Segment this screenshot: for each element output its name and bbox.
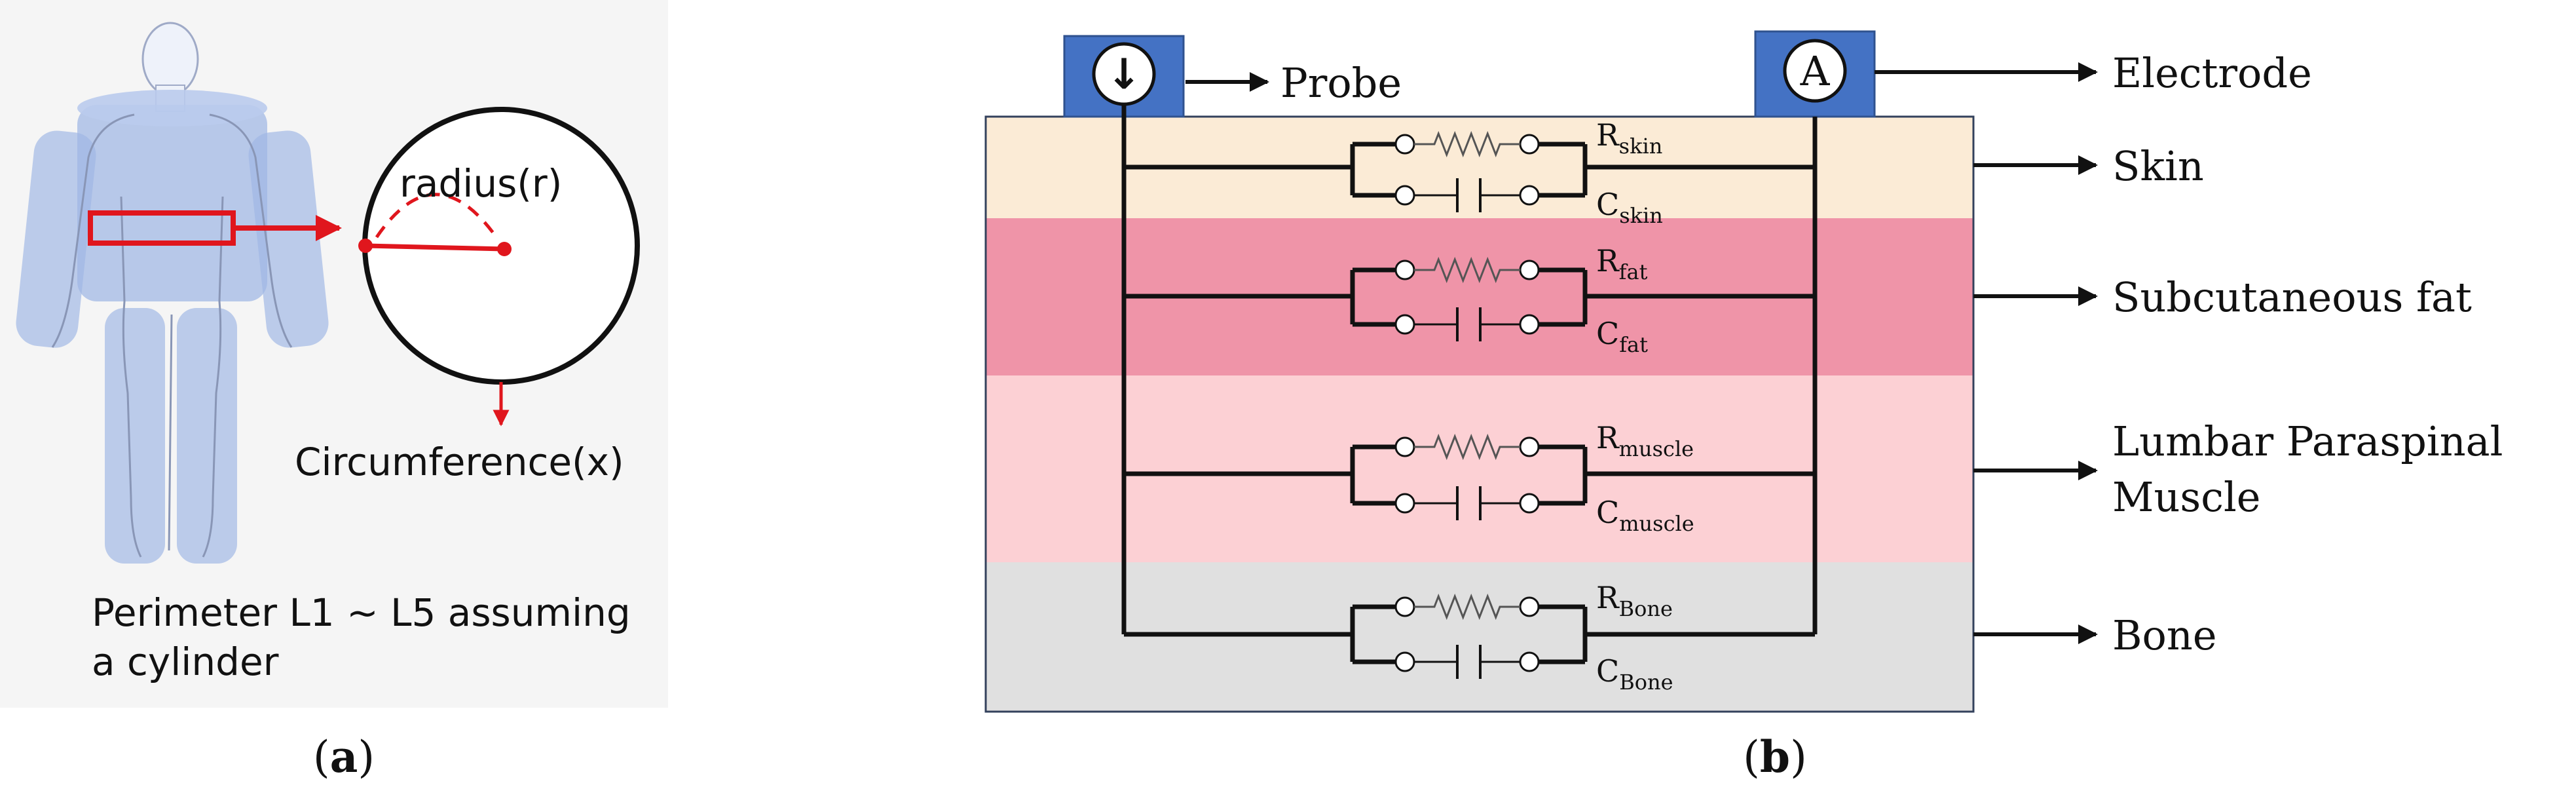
right-arm-cylinder	[248, 130, 329, 348]
radius-label: radius(r)	[400, 161, 562, 206]
resistor-label: RBone	[1596, 580, 1673, 621]
capacitor-terminal-right	[1519, 651, 1540, 672]
layer-label-skin: Skin	[1973, 142, 2204, 190]
panel-a: radius(r) Circumference(x) Perimeter L1 …	[0, 0, 668, 782]
tissue-frame	[984, 115, 1975, 713]
layer-label-text: Bone	[2112, 611, 2217, 659]
capacitor-label: Cskin	[1596, 187, 1663, 228]
resistor-terminal-left	[1394, 259, 1415, 280]
head-outline	[141, 22, 199, 96]
resistor-terminal-left	[1394, 134, 1415, 155]
layer-label-text: Subcutaneous fat	[2112, 273, 2472, 321]
electrode-label: Electrode	[2112, 49, 2312, 97]
capacitor-terminal-right	[1519, 185, 1540, 206]
resistor-terminal-left	[1394, 436, 1415, 457]
radius-end-dot	[497, 242, 512, 256]
probe-label: Probe	[1280, 59, 1402, 107]
rc-circuits: RskinCskinRfatCfatRmuscleCmuscleRBoneCBo…	[1124, 117, 1815, 695]
resistor-symbol	[1414, 593, 1520, 621]
right-leg-cylinder	[177, 308, 237, 564]
probe-circle	[1092, 42, 1156, 106]
left-leg-cylinder	[105, 308, 165, 564]
electrode-symbol: A	[1800, 47, 1831, 95]
resistor-label: Rskin	[1596, 117, 1662, 159]
human-body-illustration	[16, 22, 329, 564]
capacitor-label: Cfat	[1596, 316, 1648, 357]
resistor-terminal-right	[1519, 259, 1540, 280]
radius-start-dot	[358, 239, 373, 253]
caption-b: (b)	[1743, 731, 1807, 782]
description-line-1: Perimeter L1 ~ L5 assuming	[92, 590, 631, 635]
torso-cylinder	[77, 105, 267, 301]
radius-dashed-arc	[375, 193, 500, 240]
circumference-label: Circumference(x)	[295, 440, 624, 484]
capacitor-label: CBone	[1596, 653, 1673, 695]
electrode-circle	[1783, 39, 1847, 103]
panel-b: ↓ A Probe Electrode RskinCskinRfatCfatRm…	[984, 30, 2503, 782]
resistor-terminal-left	[1394, 596, 1415, 617]
resistor-terminal-right	[1519, 134, 1540, 155]
layer-band-muscle	[986, 375, 1973, 562]
layer-band-bone	[986, 562, 1973, 712]
layer-label-text-line-2: Muscle	[2112, 473, 2260, 521]
resistor-label: Rmuscle	[1596, 420, 1694, 461]
torso-top	[77, 90, 267, 126]
resistor-terminal-right	[1519, 596, 1540, 617]
resistor-terminal-right	[1519, 436, 1540, 457]
resistor-symbol	[1414, 433, 1520, 461]
probe-symbol: ↓	[1106, 50, 1142, 99]
capacitor-terminal-left	[1394, 651, 1415, 672]
capacitor-terminal-right	[1519, 493, 1540, 514]
figure-outline	[51, 113, 293, 558]
resistor-symbol	[1414, 130, 1520, 158]
capacitor-label: Cmuscle	[1596, 495, 1694, 536]
layer-label-fat: Subcutaneous fat	[1973, 273, 2472, 321]
caption-a: (a)	[313, 731, 375, 782]
capacitor-terminal-right	[1519, 314, 1540, 335]
description-line-2: a cylinder	[92, 640, 279, 684]
layer-label-text: Lumbar Paraspinal	[2112, 417, 2503, 465]
layer-label-bone: Bone	[1973, 611, 2217, 659]
left-arm-cylinder	[16, 130, 96, 348]
resistor-symbol	[1414, 256, 1520, 284]
capacitor-terminal-left	[1394, 185, 1415, 206]
layer-label-text: Skin	[2112, 142, 2204, 190]
resistor-label: Rfat	[1596, 243, 1648, 284]
capacitor-terminal-left	[1394, 314, 1415, 335]
capacitor-terminal-left	[1394, 493, 1415, 514]
radius-line	[365, 243, 505, 252]
